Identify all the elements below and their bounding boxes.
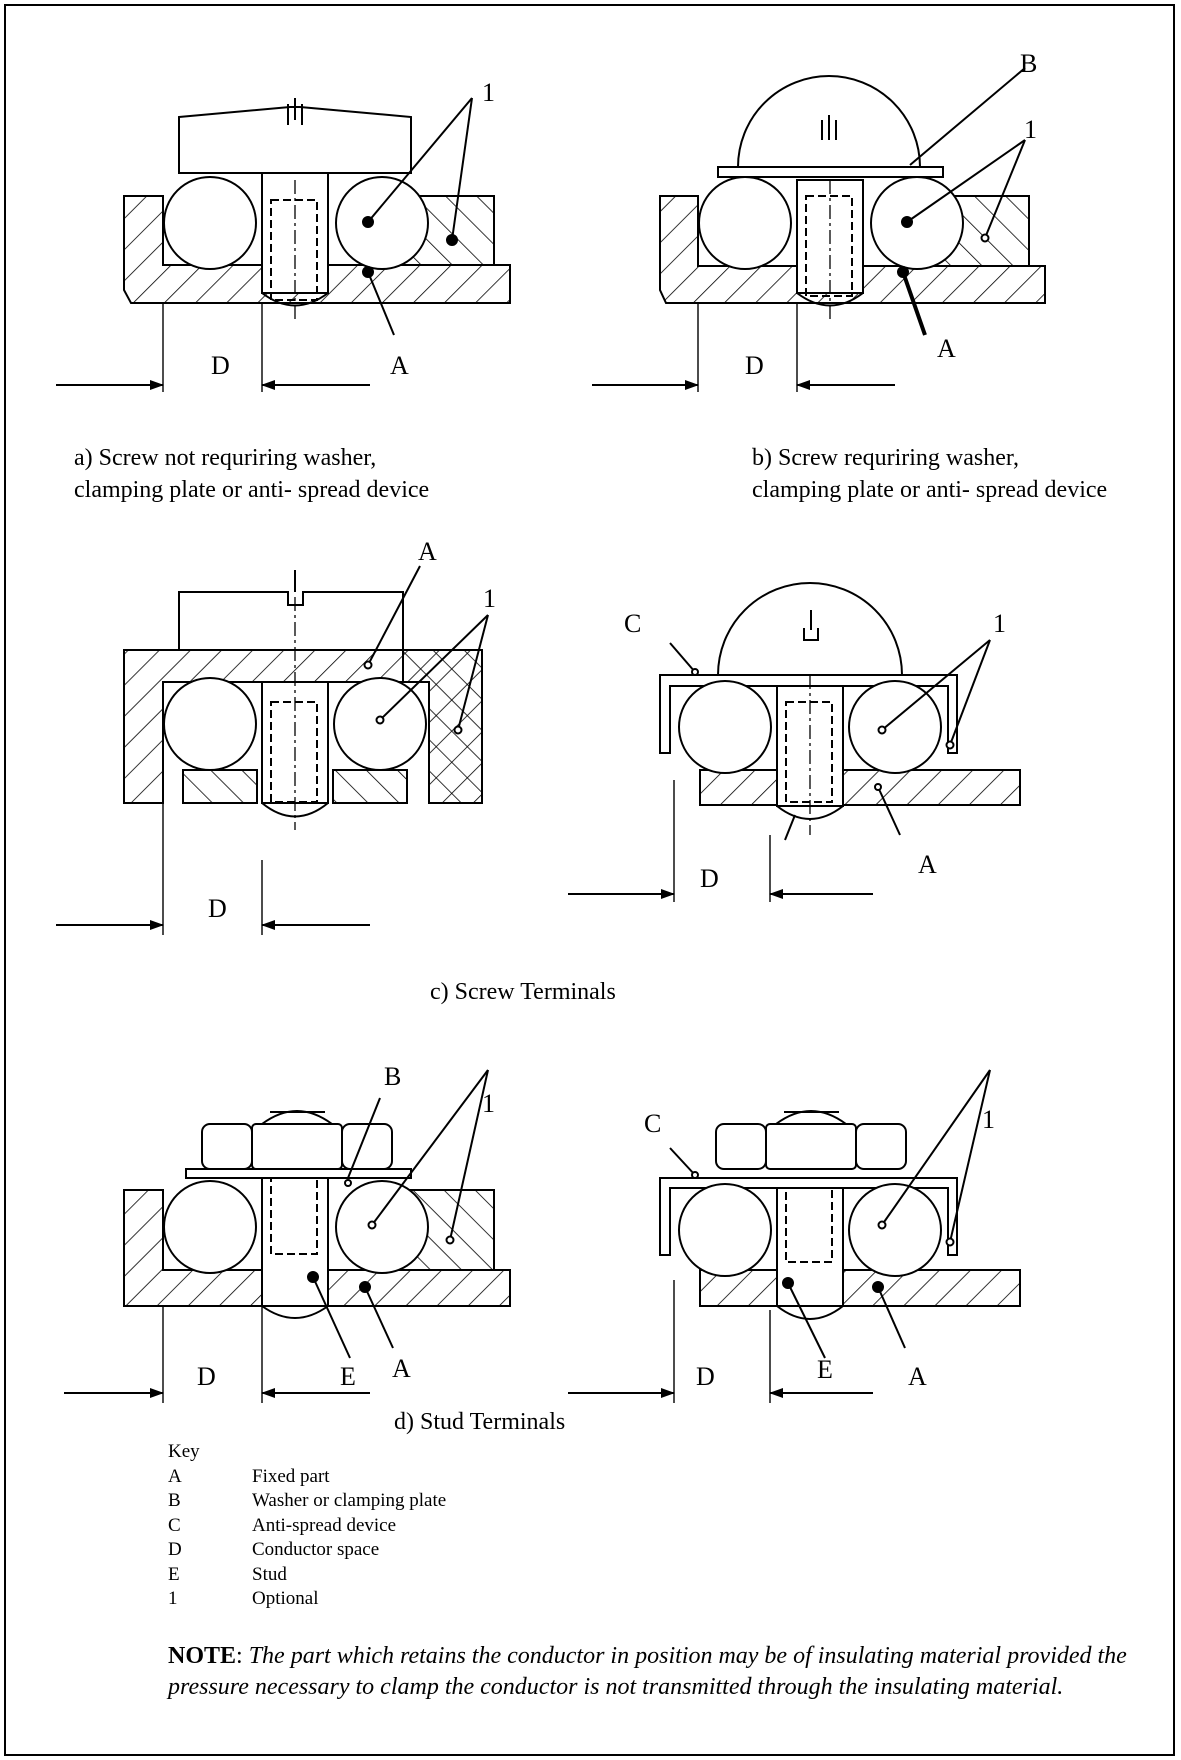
label-one: 1 — [482, 1089, 495, 1118]
caption-c: c) Screw Terminals — [430, 979, 616, 1005]
label-b: B — [384, 1062, 401, 1091]
label-d: D — [208, 894, 227, 923]
key-desc: Washer or clamping plate — [252, 1490, 447, 1511]
key-desc: Fixed part — [252, 1465, 330, 1487]
label-d: D — [696, 1362, 715, 1391]
key-title: Key — [168, 1441, 200, 1462]
caption-b-line2: clamping plate or anti- spread device — [752, 477, 1108, 503]
key-letter: D — [168, 1539, 182, 1560]
key-letter: C — [168, 1514, 181, 1536]
key-row: D Conductor space — [168, 1538, 446, 1563]
label-d: D — [745, 351, 764, 380]
caption-b: b) Screw requriring washer, clamping pla… — [752, 442, 1107, 506]
note-body: The part which retains the conductor in … — [168, 1643, 1127, 1700]
label-e: E — [340, 1362, 356, 1391]
label-one: 1 — [482, 78, 495, 107]
label-d: D — [211, 351, 230, 380]
diagram-d-left — [64, 1069, 511, 1403]
label-a: A — [418, 537, 437, 566]
label-d: D — [700, 864, 719, 893]
label-c: C — [624, 609, 641, 638]
diagram-c-left — [56, 565, 489, 935]
key-row: B Washer or clamping plate — [168, 1489, 446, 1514]
label-one: 1 — [993, 609, 1006, 638]
key-desc: Anti-spread device — [252, 1514, 397, 1536]
note-text: NOTE: The part which retains the conduct… — [168, 1643, 1127, 1700]
label-e: E — [817, 1355, 833, 1384]
diagram-c-right — [568, 582, 1021, 902]
diagram-d-right — [568, 1069, 1021, 1403]
key-row: C Anti-spread device — [168, 1514, 446, 1539]
label-one: 1 — [982, 1105, 995, 1134]
label-one: 1 — [483, 584, 496, 613]
caption-a-line2: clamping plate or anti- spread device — [74, 477, 430, 503]
caption-d: d) Stud Terminals — [394, 1409, 566, 1435]
diagram-b — [592, 67, 1046, 392]
label-a: A — [390, 351, 409, 380]
key-desc: Conductor space — [252, 1539, 380, 1560]
label-one: 1 — [1024, 115, 1037, 144]
label-a: A — [908, 1362, 927, 1391]
diagram-a — [56, 97, 511, 392]
label-a: A — [918, 850, 937, 879]
label-a: A — [937, 334, 956, 363]
key-row: 1 Optional — [168, 1587, 446, 1612]
key-letter: A — [168, 1465, 182, 1487]
key-letter: B — [168, 1490, 181, 1511]
label-d: D — [197, 1362, 216, 1391]
label-c: C — [644, 1109, 661, 1138]
label-a: A — [392, 1354, 411, 1383]
key-letter: E — [168, 1563, 180, 1585]
note-prefix: NOTE — [168, 1643, 237, 1669]
key-row: E Stud — [168, 1563, 446, 1588]
caption-a-line1: a) Screw not requriring washer, — [74, 445, 377, 471]
caption-a: a) Screw not requriring washer, clamping… — [74, 442, 429, 506]
key-desc: Stud — [252, 1563, 287, 1585]
caption-b-line1: b) Screw requriring washer, — [752, 445, 1019, 471]
key-letter: 1 — [168, 1588, 178, 1609]
key-desc: Optional — [252, 1588, 319, 1609]
key-legend: Key A Fixed part B Washer or clamping plat… — [168, 1440, 446, 1612]
key-row: A Fixed part — [168, 1465, 446, 1490]
label-b: B — [1020, 49, 1037, 78]
figure-frame — [4, 4, 1175, 1756]
